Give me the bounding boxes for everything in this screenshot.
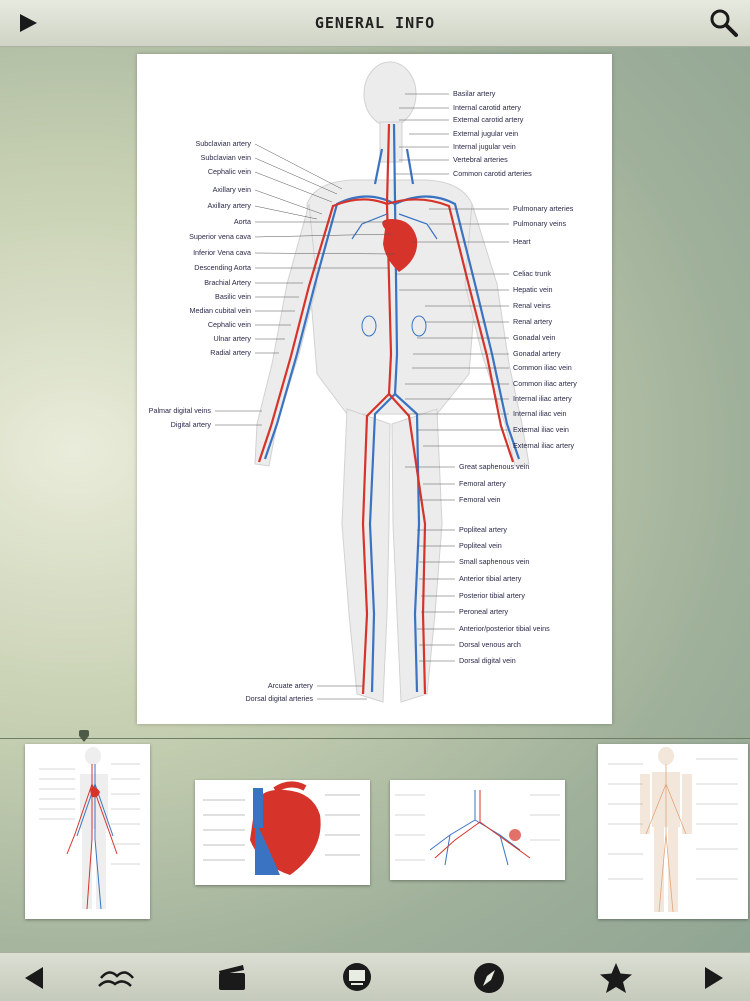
label-renal-artery: Renal artery [513, 317, 553, 326]
label-heart: Heart [513, 237, 531, 246]
label-internal-carotid-artery: Internal carotid artery [453, 103, 521, 112]
label-internal-iliac-artery: Internal iliac artery [513, 394, 572, 403]
label-arcuate-artery: Arcuate artery [267, 681, 313, 690]
label-external-carotid-artery: External carotid artery [453, 115, 524, 124]
label-basilar-artery: Basilar artery [453, 89, 496, 98]
label-external-iliac-vein: External iliac vein [513, 425, 569, 434]
thumbnail-pulmonary-circulation[interactable] [390, 780, 565, 880]
star-icon[interactable] [598, 960, 634, 996]
play-icon[interactable] [14, 9, 42, 37]
page-scrubber-track[interactable] [0, 738, 750, 739]
label-inferior-vena-cava: Inferior Vena cava [193, 248, 251, 257]
label-common-iliac-vein: Common iliac vein [513, 363, 572, 372]
presentation-icon[interactable] [340, 960, 374, 994]
label-femoral-vein: Femoral vein [459, 495, 501, 504]
label-popliteal-vein: Popliteal vein [459, 541, 502, 550]
label-internal-jugular-vein: Internal jugular vein [453, 142, 516, 151]
forward-arrow-icon[interactable] [700, 963, 730, 993]
label-great-saphenous-vein: Great saphenous vein [459, 462, 530, 471]
label-posterior-tibial-artery: Posterior tibial artery [459, 591, 525, 600]
label-popliteal-artery: Popliteal artery [459, 525, 507, 534]
label-anterior-tibial-artery: Anterior tibial artery [459, 574, 522, 583]
label-hepatic-vein: Hepatic vein [513, 285, 553, 294]
label-cephalic-vein-2: Cephalic vein [207, 320, 251, 329]
clapperboard-icon[interactable] [215, 960, 249, 994]
label-brachial-artery: Brachial Artery [204, 278, 251, 287]
label-femoral-artery: Femoral artery [459, 479, 506, 488]
label-dorsal-digital-arteries: Dorsal digital arteries [245, 694, 313, 703]
label-small-saphenous-vein: Small saphenous vein [459, 557, 530, 566]
page-scrubber-handle[interactable] [79, 729, 89, 742]
label-aorta: Aorta [233, 217, 251, 226]
label-peroneal-artery: Peroneal artery [459, 607, 509, 616]
label-pulmonary-arteries: Pulmonary arteries [513, 204, 574, 213]
label-palmar-digital-veins: Palmar digital veins [148, 406, 211, 415]
label-pulmonary-veins: Pulmonary veins [513, 219, 567, 228]
label-celiac-trunk: Celiac trunk [513, 269, 551, 278]
thumbnail-heart-anatomy[interactable] [195, 780, 370, 885]
label-external-iliac-artery: External iliac artery [513, 441, 575, 450]
label-external-jugular-vein: External jugular vein [453, 129, 519, 138]
label-gonadal-vein: Gonadal vein [513, 333, 556, 342]
label-cephalic-vein: Cephalic vein [207, 167, 251, 176]
label-common-carotid-arteries: Common carotid arteries [453, 169, 532, 178]
label-renal-veins: Renal veins [513, 301, 551, 310]
compass-icon[interactable] [471, 960, 507, 996]
label-descending-aorta: Descending Aorta [194, 263, 251, 272]
label-dorsal-venous-arch: Dorsal venous arch [459, 640, 521, 649]
label-common-iliac-artery: Common iliac artery [513, 379, 577, 388]
label-ulnar-artery: Ulnar artery [213, 334, 251, 343]
diagram-page[interactable]: Subclavian artery Subclavian vein Cephal… [137, 54, 612, 724]
label-basilic-vein: Basilic vein [215, 292, 251, 301]
search-icon[interactable] [708, 7, 740, 39]
top-bar: GENERAL INFO [0, 0, 750, 47]
back-arrow-icon[interactable] [18, 963, 48, 993]
label-axillary-artery: Axillary artery [207, 201, 251, 210]
label-subclavian-vein: Subclavian vein [200, 153, 251, 162]
label-gonadal-artery: Gonadal artery [513, 349, 561, 358]
label-internal-iliac-vein: Internal iliac vein [513, 409, 567, 418]
label-median-cubital-vein: Median cubital vein [189, 306, 251, 315]
page-title: GENERAL INFO [314, 14, 436, 32]
label-dorsal-digital-vein: Dorsal digital vein [459, 656, 516, 665]
thumbnail-circulatory-system[interactable] [25, 744, 150, 919]
label-tibial-veins: Anterior/posterior tibial veins [459, 624, 550, 633]
body-figure [215, 61, 530, 703]
thumbnail-nervous-system[interactable] [598, 744, 748, 919]
label-vertebral-arteries: Vertebral arteries [453, 155, 508, 164]
label-superior-vena-cava: Superior vena cava [189, 232, 251, 241]
bottom-toolbar [0, 952, 750, 1001]
birds-icon[interactable] [95, 961, 139, 993]
label-radial-artery: Radial artery [210, 348, 251, 357]
label-subclavian-artery: Subclavian artery [195, 139, 251, 148]
label-digital-artery: Digital artery [170, 420, 211, 429]
label-axillary-vein: Axillary vein [212, 185, 251, 194]
